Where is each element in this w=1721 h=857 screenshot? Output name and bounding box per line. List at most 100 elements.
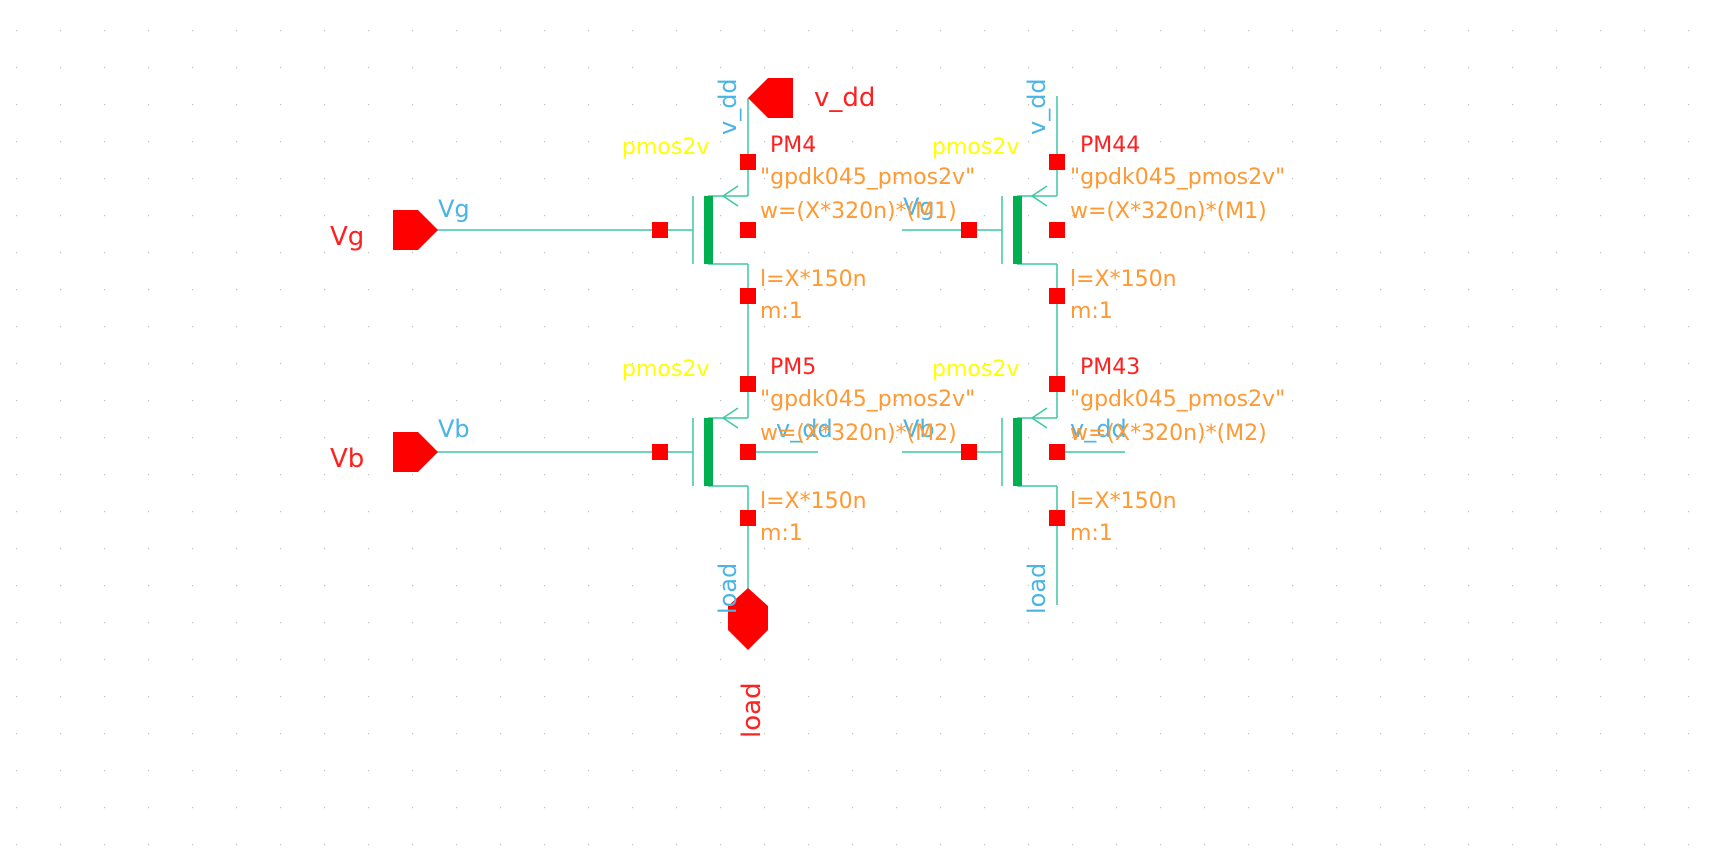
vb-pin-shape[interactable]	[393, 432, 438, 472]
grid-dot	[676, 30, 678, 32]
grid-dot	[544, 474, 546, 476]
grid-dot	[1028, 844, 1030, 846]
pm4-source-terminal[interactable]	[740, 154, 756, 170]
pm5-bulk-terminal[interactable]	[740, 444, 756, 460]
grid-dot	[940, 326, 942, 328]
grid-dot	[60, 363, 62, 365]
grid-dot	[720, 141, 722, 143]
grid-dot	[500, 437, 502, 439]
grid-dot	[412, 326, 414, 328]
grid-dot	[324, 67, 326, 69]
grid-dot	[1380, 733, 1382, 735]
grid-dot	[324, 622, 326, 624]
grid-dot	[588, 30, 590, 32]
grid-dot	[60, 289, 62, 291]
grid-dot	[940, 141, 942, 143]
grid-dot	[1380, 326, 1382, 328]
grid-dot	[16, 437, 18, 439]
pm43-instance-name[interactable]: PM43	[1080, 355, 1140, 380]
grid-dot	[544, 141, 546, 143]
pm4-bulk-terminal[interactable]	[740, 222, 756, 238]
grid-dot	[808, 585, 810, 587]
grid-dot	[940, 585, 942, 587]
grid-dot	[1028, 770, 1030, 772]
pm43-bulk-terminal[interactable]	[1049, 444, 1065, 460]
grid-dot	[500, 474, 502, 476]
grid-dot	[544, 326, 546, 328]
grid-dot	[588, 548, 590, 550]
pm43-gate-terminal[interactable]	[961, 444, 977, 460]
pm4-gate-terminal[interactable]	[652, 222, 668, 238]
grid-dot	[456, 252, 458, 254]
grid-dot	[544, 30, 546, 32]
grid-dot	[940, 548, 942, 550]
grid-dot	[1160, 659, 1162, 661]
transistor-pm44[interactable]	[969, 162, 1058, 296]
grid-dot	[1644, 104, 1646, 106]
grid-dot	[1072, 548, 1074, 550]
grid-dot	[896, 178, 898, 180]
grid-dot	[1468, 659, 1470, 661]
grid-dot	[720, 733, 722, 735]
grid-dot	[1468, 733, 1470, 735]
pm5-source-terminal[interactable]	[740, 376, 756, 392]
grid-dot	[236, 141, 238, 143]
grid-dot	[1248, 437, 1250, 439]
grid-dot	[984, 844, 986, 846]
pm44-bulk-terminal[interactable]	[1049, 222, 1065, 238]
grid-dot	[1556, 844, 1558, 846]
grid-dot	[1160, 844, 1162, 846]
grid-dot	[676, 363, 678, 365]
grid-dot	[588, 437, 590, 439]
transistor-pm4[interactable]	[660, 162, 749, 296]
pm43-source-terminal[interactable]	[1049, 376, 1065, 392]
grid-dot	[1556, 622, 1558, 624]
pm43-drain-terminal[interactable]	[1049, 510, 1065, 526]
pm44-drain-terminal[interactable]	[1049, 288, 1065, 304]
pm44-width-param: w=(X*320n)*(M1)	[1070, 199, 1267, 224]
grid-dot	[676, 659, 678, 661]
grid-dot	[1248, 141, 1250, 143]
grid-dot	[500, 400, 502, 402]
pm44-instance-name[interactable]: PM44	[1080, 133, 1140, 158]
grid-dot	[1072, 770, 1074, 772]
pm4-instance-name[interactable]: PM4	[770, 133, 816, 158]
grid-dot	[1072, 437, 1074, 439]
pm44-gate-terminal[interactable]	[961, 222, 977, 238]
transistor-pm5[interactable]	[660, 384, 749, 518]
grid-dot	[1204, 400, 1206, 402]
vg-pin-shape[interactable]	[393, 210, 438, 250]
grid-dot	[1336, 437, 1338, 439]
pm44-source-terminal[interactable]	[1049, 154, 1065, 170]
grid-dot	[16, 511, 18, 513]
transistor-pm43[interactable]	[969, 384, 1058, 518]
grid-dot	[1424, 474, 1426, 476]
grid-dot	[280, 733, 282, 735]
grid-dot	[16, 696, 18, 698]
grid-dot	[368, 733, 370, 735]
vdd-pin-shape[interactable]	[748, 78, 793, 118]
grid-dot	[1028, 178, 1030, 180]
pm4-drain-terminal[interactable]	[740, 288, 756, 304]
grid-dot	[192, 289, 194, 291]
load-pin-shape[interactable]	[728, 588, 768, 650]
grid-dot	[808, 696, 810, 698]
grid-dot	[1424, 770, 1426, 772]
pm5-instance-name[interactable]: PM5	[770, 355, 816, 380]
grid-dot	[1644, 252, 1646, 254]
load-pin-label: load	[737, 682, 767, 738]
grid-dot	[764, 363, 766, 365]
grid-dot	[60, 659, 62, 661]
grid-dot	[720, 215, 722, 217]
pm5-drain-terminal[interactable]	[740, 510, 756, 526]
grid-dot	[632, 437, 634, 439]
grid-dot	[1644, 585, 1646, 587]
grid-dot	[632, 289, 634, 291]
grid-dot	[940, 770, 942, 772]
grid-dot	[1468, 844, 1470, 846]
grid-dot	[1336, 289, 1338, 291]
grid-dot	[1028, 400, 1030, 402]
pm5-gate-terminal[interactable]	[652, 444, 668, 460]
grid-dot	[456, 733, 458, 735]
grid-dot	[764, 585, 766, 587]
